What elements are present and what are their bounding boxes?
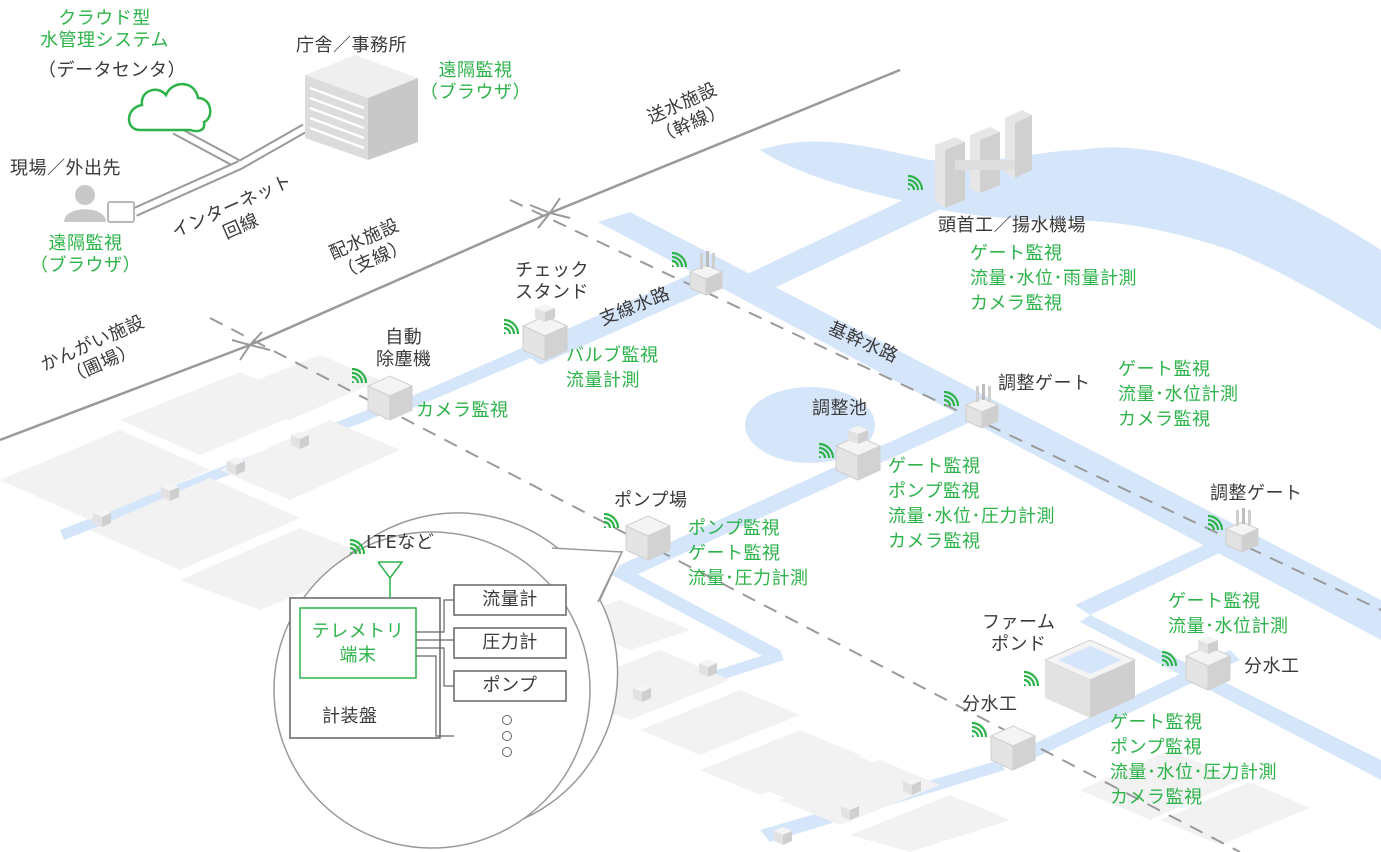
pump-station-monitor: ポンプ監視 ゲート監視 流量･圧力計測 <box>688 518 809 589</box>
wireless-icon <box>602 512 620 530</box>
dust-remover-monitor: カメラ監視 <box>416 400 509 421</box>
device-flowmeter: 流量計 <box>482 589 538 610</box>
gate-icon <box>1225 507 1259 553</box>
pond-station-icon <box>835 426 881 481</box>
check-stand-title: チェック スタンド <box>515 260 589 303</box>
cloud-icon <box>127 82 212 133</box>
tablet-icon <box>107 201 135 223</box>
cloud-subtitle: （データセンタ） <box>38 60 186 81</box>
gate1-monitor: ゲート監視 流量･水位計測 カメラ監視 <box>1118 359 1239 430</box>
farm-pond-title: ファーム ポンド <box>982 612 1056 655</box>
pump-station-icon <box>625 515 671 561</box>
wireless-icon <box>1022 670 1040 688</box>
panel-label: 計装盤 <box>322 706 378 727</box>
office-title: 庁舎／事務所 <box>296 35 407 56</box>
device-pump: ポンプ <box>482 675 538 696</box>
diversion-icon <box>990 725 1036 771</box>
check-stand-icon <box>522 304 568 361</box>
gate1-title: 調整ゲート <box>998 373 1091 394</box>
office-remote-label: 遠隔監視 （ブラウザ） <box>420 60 531 103</box>
headworks-canal <box>745 185 960 290</box>
dust-remover-icon <box>367 375 413 421</box>
pond-monitor: ゲート監視 ポンプ監視 流量･水位･圧力計測 カメラ監視 <box>888 456 1055 552</box>
office-building-icon <box>305 55 418 160</box>
cloud-title: クラウド型 水管理システム <box>40 8 169 51</box>
headworks-title: 頭首工／揚水機場 <box>938 215 1086 236</box>
field-user-title: 現場／外出先 <box>10 158 121 179</box>
person-icon <box>64 185 106 222</box>
diversion-icon <box>1185 636 1231 691</box>
river <box>760 141 1381 330</box>
device-pressure-gauge: 圧力計 <box>482 632 538 653</box>
field-user-remote-label: 遠隔監視 （ブラウザ） <box>30 233 141 276</box>
diversion2-title: 分水工 <box>962 694 1018 715</box>
diversion1-title: 分水工 <box>1244 656 1300 677</box>
branch-canal <box>520 270 720 365</box>
farm-pond-icon <box>1043 639 1137 718</box>
telemetry-inset <box>273 512 624 849</box>
diversion2-monitor: ゲート監視 ポンプ監視 流量･水位･圧力計測 カメラ監視 <box>1110 712 1277 808</box>
diversion1-monitor: ゲート監視 流量･水位計測 <box>1168 591 1289 637</box>
wireless-icon <box>502 318 520 336</box>
pond-title: 調整池 <box>812 398 868 419</box>
headworks-icon <box>935 110 1032 208</box>
lte-label: LTEなど <box>366 532 435 553</box>
check-stand-monitor: バルブ監視 流量計測 <box>566 345 659 391</box>
dust-remover-title: 自動 除塵機 <box>376 327 432 370</box>
headworks-monitor: ゲート監視 流量･水位･雨量計測 カメラ監視 <box>970 243 1137 314</box>
pump-station-title: ポンプ場 <box>614 490 688 511</box>
wireless-icon <box>970 721 988 739</box>
telemetry-terminal: テレメトリ 端末 <box>311 621 405 666</box>
gate2-title: 調整ゲート <box>1210 483 1303 504</box>
